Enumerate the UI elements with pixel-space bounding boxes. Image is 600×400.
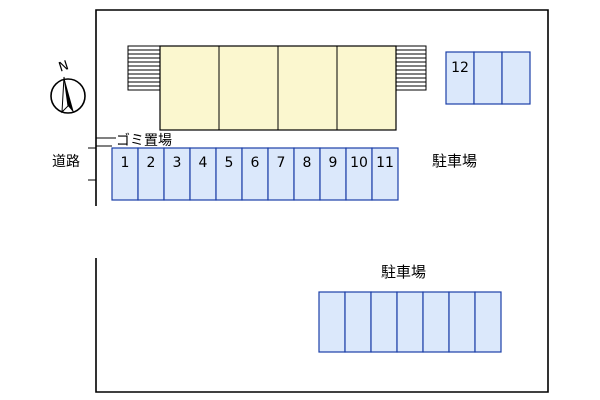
parking-main-slot: [371, 147, 399, 201]
parking-main-slot: [215, 147, 243, 201]
parking-top-right-slot: [445, 51, 475, 105]
parking-main-slot: [267, 147, 295, 201]
parking-main-slot: [111, 147, 139, 201]
parking-main-slot-number: 5: [225, 155, 234, 171]
parking-area-bottom: [318, 291, 502, 353]
parking-top-right-slot: [501, 51, 531, 105]
parking-main-slot-number: 10: [350, 155, 368, 171]
parking-bottom-slot: [396, 291, 424, 353]
parking-bottom-slot: [370, 291, 398, 353]
road: 道路: [52, 147, 97, 181]
property-boundary: [95, 9, 549, 393]
garbage-area: ゴミ置場: [95, 132, 172, 149]
parking-main-slot-number: 4: [199, 155, 208, 171]
parking-main-slot-number: 9: [329, 155, 338, 171]
parking-main-slot-number: 2: [147, 155, 156, 171]
stairs-left: [127, 45, 161, 91]
road-bracket: [88, 147, 97, 181]
parking-main-slot-number: 8: [303, 155, 312, 171]
parking-bottom-slot: [344, 291, 372, 353]
parking-main-slot-number: 1: [121, 155, 130, 171]
parking-top-right-slot: [473, 51, 503, 105]
parking-main-slot: [189, 147, 217, 201]
parking-main-slot: [345, 147, 373, 201]
parking-top-right-slot-number: 12: [451, 60, 469, 76]
parking-bottom-slot: [318, 291, 346, 353]
parking-bottom-slot: [474, 291, 502, 353]
garbage-area-label: ゴミ置場: [116, 132, 172, 149]
north-arrow-needle-light: [61, 76, 69, 114]
garbage-area-bracket: [95, 137, 116, 147]
building: [127, 45, 427, 131]
parking-bottom-slot: [448, 291, 476, 353]
parking-area-top-right: 12: [445, 51, 531, 105]
parking-row-main: 1 2 3 4 5 6 7 8 9 10 11: [111, 147, 399, 201]
parking-label-lower: 駐車場: [381, 263, 426, 281]
parking-main-slot-number: 6: [251, 155, 260, 171]
stairs-right: [395, 45, 427, 91]
parking-main-slot: [293, 147, 321, 201]
north-arrow: N: [50, 58, 86, 114]
parking-label-upper: 駐車場: [432, 152, 477, 170]
north-arrow-needle-dark: [64, 77, 74, 113]
parking-bottom-slot: [422, 291, 450, 353]
parking-main-slot-number: 7: [277, 155, 286, 171]
north-label: N: [57, 58, 71, 75]
parking-main-slot: [163, 147, 191, 201]
parking-main-slot-number: 11: [376, 155, 394, 171]
road-label: 道路: [52, 154, 80, 170]
parking-main-slot-number: 3: [173, 155, 182, 171]
